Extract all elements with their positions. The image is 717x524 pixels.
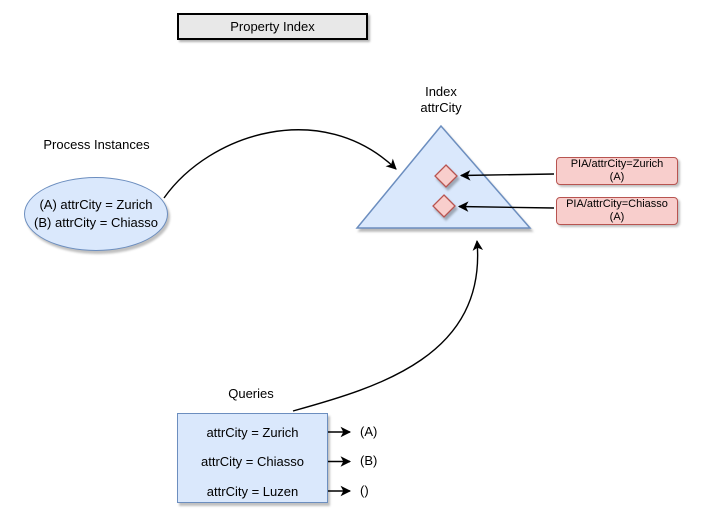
index-entry-zurich-name: PIA/attrCity=Zurich	[570, 158, 664, 170]
arrow-entry-zurich-to-diamond	[459, 170, 555, 181]
process-instances-ellipse: (A) attrCity = Zurich (B) attrCity = Chi…	[24, 177, 168, 251]
query-chiasso: attrCity = Chiasso	[201, 454, 304, 469]
diagram-title-label: Property Index	[230, 19, 315, 34]
query-result-luzen: ()	[360, 483, 369, 498]
queries-label: Queries	[228, 386, 274, 401]
index-entry-zurich-instances: (A)	[609, 171, 625, 183]
index-entry-box-zurich: PIA/attrCity=Zurich (A)	[556, 157, 678, 185]
queries-box: attrCity = Zurich attrCity = Chiasso att…	[177, 413, 328, 503]
index-label-line1: Index	[425, 84, 457, 99]
index-entry-diamond-zurich	[434, 164, 458, 188]
index-entry-chiasso-name: PIA/attrCity=Chiasso	[566, 198, 668, 210]
query-luzen: attrCity = Luzen	[206, 484, 299, 499]
query-zurich: attrCity = Zurich	[206, 425, 299, 440]
arrow-queries-to-index	[292, 239, 484, 412]
index-label: Index attrCity	[381, 84, 501, 116]
query-result-chiasso: (B)	[360, 453, 378, 468]
index-label-line2: attrCity	[420, 100, 462, 115]
process-instance-b: (B) attrCity = Chiasso	[34, 215, 158, 230]
index-entry-box-chiasso: PIA/attrCity=Chiasso (A)	[556, 197, 678, 225]
index-entry-diamond-chiasso	[432, 194, 456, 218]
diagram-title-box: Property Index	[177, 13, 368, 40]
query-result-zurich: (A)	[360, 424, 378, 439]
arrow-entry-chiasso-to-diamond	[457, 201, 555, 212]
arrow-process-instances-to-index	[163, 129, 397, 199]
process-instance-a: (A) attrCity = Zurich	[39, 197, 153, 212]
process-instances-label: Process Instances	[43, 137, 150, 152]
index-entry-chiasso-instances: (A)	[609, 211, 625, 223]
